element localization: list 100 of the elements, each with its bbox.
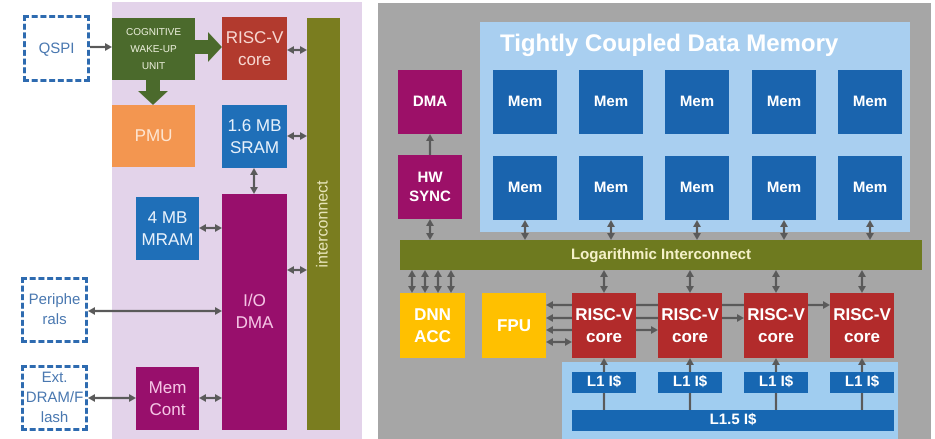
core-block xyxy=(830,293,894,358)
memory-block xyxy=(136,197,199,260)
block-label: Mem xyxy=(680,178,714,198)
arrow xyxy=(546,338,572,346)
block-label: interconnect xyxy=(314,180,332,268)
block-label: RISC-V core xyxy=(746,304,806,348)
cache-block xyxy=(830,372,894,393)
cache-block xyxy=(572,372,636,393)
block-label: Mem Cont xyxy=(148,376,186,420)
arrow xyxy=(858,270,866,293)
block-label: FPU xyxy=(497,314,531,337)
block-label: Mem xyxy=(766,178,802,198)
arrow xyxy=(287,132,307,140)
block-label: Mem xyxy=(680,92,714,112)
core-block xyxy=(658,293,722,358)
memory-region xyxy=(480,22,910,232)
memory-bank xyxy=(838,70,902,134)
block-label: HW SYNC xyxy=(408,168,452,206)
block-label: PMU xyxy=(134,125,172,148)
cache-region xyxy=(562,362,898,439)
core-block xyxy=(572,293,636,358)
arrow xyxy=(780,220,788,240)
arrow xyxy=(866,220,874,240)
memory-bank xyxy=(493,70,557,134)
block-label: L1 I$ xyxy=(672,372,708,392)
memory-bank xyxy=(579,156,643,220)
block-label: Mem xyxy=(852,178,888,198)
arrow xyxy=(199,224,222,232)
arrow xyxy=(686,358,694,372)
block-label: 4 MB MRAM xyxy=(140,206,194,250)
arrow xyxy=(607,220,615,240)
block-label: RISC-V core xyxy=(224,26,284,70)
block-label: I/O DMA xyxy=(234,290,274,334)
block-label: Mem xyxy=(594,178,628,198)
pmu-block xyxy=(112,105,195,167)
arrow xyxy=(434,270,442,293)
block-label: L1 I$ xyxy=(844,372,880,392)
block-label: COGNITIVE WAKE-UP UNIT xyxy=(124,26,182,74)
block-label: L1 I$ xyxy=(586,372,622,392)
memory-block xyxy=(222,105,287,168)
block-arrow xyxy=(195,32,222,62)
arrow xyxy=(426,219,434,240)
block-label: 1.6 MB SRAM xyxy=(226,114,282,158)
arrow xyxy=(521,220,529,240)
interface-box xyxy=(21,277,88,343)
interconnect-bar xyxy=(307,18,340,430)
region-title: Tightly Coupled Data Memory xyxy=(500,29,838,59)
block-label: Ext. DRAM/F lash xyxy=(24,368,84,428)
block-label: RISC-V core xyxy=(574,304,634,348)
arrow xyxy=(722,314,744,322)
arrow xyxy=(287,46,307,54)
arrow xyxy=(808,301,830,309)
memory-bank xyxy=(493,156,557,220)
block-label: QSPI xyxy=(38,38,74,58)
arrow xyxy=(858,358,866,372)
sync-block xyxy=(398,155,462,219)
block-arrow xyxy=(138,80,168,105)
arrow xyxy=(88,394,136,402)
block-label: L1.5 I$ xyxy=(710,410,756,430)
block-label: Mem xyxy=(508,92,542,112)
arrow xyxy=(772,358,780,372)
block-label: Periphe rals xyxy=(28,290,82,330)
cache-block xyxy=(572,410,894,431)
interconnect-bar xyxy=(400,240,922,270)
block-label: Mem xyxy=(594,92,628,112)
arrow xyxy=(546,326,572,334)
block-label: Logarithmic Interconnect xyxy=(570,244,752,265)
core-block xyxy=(222,17,287,80)
block-label: RISC-V core xyxy=(832,304,892,348)
block-label: Mem xyxy=(766,92,802,112)
memory-bank xyxy=(752,156,816,220)
arrow xyxy=(447,270,455,293)
block-label: L1 I$ xyxy=(758,372,794,392)
core-block xyxy=(744,293,808,358)
memory-bank xyxy=(665,70,729,134)
memory-bank xyxy=(579,70,643,134)
memory-bank xyxy=(752,70,816,134)
arrow xyxy=(636,326,658,334)
memory-bank xyxy=(838,156,902,220)
cache-block xyxy=(744,372,808,393)
interface-box xyxy=(23,15,90,82)
block-label: DNN ACC xyxy=(413,304,452,348)
cache-block xyxy=(658,372,722,393)
arrow xyxy=(287,266,307,274)
block-label: DMA xyxy=(412,92,448,112)
arrow xyxy=(90,43,112,51)
memory-bank xyxy=(665,156,729,220)
block-label: RISC-V core xyxy=(660,304,720,348)
block-label: Mem xyxy=(852,92,888,112)
arrow xyxy=(600,270,608,293)
arrow xyxy=(408,270,416,293)
arrow xyxy=(426,134,434,155)
arrow xyxy=(600,358,608,372)
arrow xyxy=(250,168,258,194)
fpu-block xyxy=(482,293,546,358)
arrow xyxy=(546,301,572,309)
arrow xyxy=(772,270,780,293)
dma-block xyxy=(398,70,462,134)
arrow xyxy=(199,394,222,402)
arrow xyxy=(693,220,701,240)
